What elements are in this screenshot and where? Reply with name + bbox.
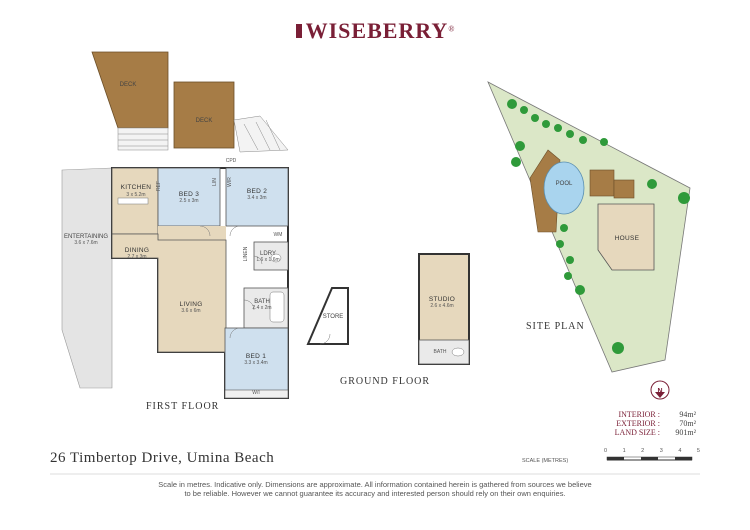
site-deck-2 — [589, 169, 615, 197]
entertaining-dim: 3.6 x 7.6m — [74, 240, 97, 246]
deck2-label: DECK — [196, 118, 213, 124]
deck-2 — [173, 81, 235, 149]
living-dim: 3.6 x 6m — [181, 308, 200, 314]
brand-mark-icon — [295, 24, 302, 38]
compass-label: N — [657, 388, 662, 395]
room-labels: DECK DECK KITCHEN 3 x 5.2m BED 3 2.5 x 3… — [64, 82, 663, 396]
bed3-dim: 2.5 x 3m — [179, 198, 198, 204]
bed1-room — [224, 327, 289, 399]
scale-tick: 2 — [641, 448, 645, 454]
toilet-fixture — [270, 253, 282, 263]
stairs — [117, 115, 289, 153]
kitchen-label: KITCHEN — [121, 184, 152, 191]
ground-floor-label: GROUND FLOOR — [340, 376, 431, 387]
bath-label: BATH — [254, 299, 270, 305]
area-label: INTERIOR : — [618, 410, 660, 419]
studio-label: STUDIO — [429, 296, 455, 303]
site-pool — [543, 161, 585, 215]
ground-floor-plan — [306, 253, 470, 365]
door-swings — [199, 225, 263, 339]
compass-icon — [650, 380, 670, 400]
entertaining-label: ENTERTAINING — [64, 234, 108, 240]
scale-label: SCALE (METRES) — [522, 458, 569, 464]
bed2-room — [225, 167, 289, 227]
ref-label: REF — [156, 181, 162, 191]
scale-tick: 5 — [696, 448, 700, 454]
area-value: 70m² — [679, 419, 696, 428]
area-label: LAND SIZE : — [614, 428, 660, 437]
studio-dim: 2.6 x 4.6m — [430, 303, 453, 309]
property-address: 26 Timbertop Drive, Umina Beach — [50, 450, 275, 466]
area-value: 901m² — [675, 428, 696, 437]
site-plan — [487, 81, 691, 373]
ldry-dim: 1.6 x 1.6m — [256, 257, 279, 263]
bathtub-fixture — [269, 291, 285, 323]
area-row-interior: INTERIOR : 94m² — [596, 410, 696, 419]
store-outline — [306, 287, 349, 345]
dining-label: DINING — [125, 247, 150, 254]
bed3-room — [157, 167, 221, 227]
store-label: STORE — [323, 314, 344, 320]
store-door — [319, 333, 331, 345]
site-trees — [507, 99, 690, 354]
hall — [158, 226, 226, 240]
site-boundary — [487, 81, 691, 373]
kitchen-bench — [117, 197, 149, 205]
wir-label: WIR — [227, 177, 233, 187]
studio-toilet-fixture — [451, 347, 465, 357]
bed2-label: BED 2 — [247, 188, 267, 195]
first-floor-plan — [61, 51, 289, 399]
wir-bottom-label: W/I — [252, 390, 260, 396]
bed1-dim: 3.3 x 3.4m — [244, 360, 267, 366]
studio-bath-label: BATH — [434, 349, 447, 355]
site-plan-label: SITE PLAN — [526, 321, 585, 332]
scale-tick: 1 — [622, 448, 626, 454]
brand-name: WISEBERRY — [305, 18, 449, 43]
cpd-label: CPD — [226, 158, 237, 164]
ldry-label: LDRY — [260, 251, 276, 257]
bed2-dim: 3.4 x 3m — [247, 195, 266, 201]
bed1-label: BED 1 — [246, 353, 266, 360]
scale-ticks: 0 1 2 3 4 5 — [604, 448, 700, 454]
lin-label: LIN — [212, 178, 218, 186]
disclaimer-line-1: Scale in metres. Indicative only. Dimens… — [158, 480, 592, 489]
deck1-label: DECK — [120, 82, 137, 88]
scale-bar — [606, 456, 693, 461]
area-label: EXTERIOR : — [616, 419, 660, 428]
area-value: 94m² — [679, 410, 696, 419]
entertaining-area — [61, 167, 113, 389]
deck-1 — [91, 51, 169, 129]
house-label: HOUSE — [615, 235, 640, 242]
scale-tick: 4 — [678, 448, 682, 454]
linen-label: LINEN — [243, 246, 249, 261]
area-row-land: LAND SIZE : 901m² — [596, 428, 696, 437]
bath-dim: 2.4 x 2m — [252, 305, 271, 311]
site-deck-3 — [613, 179, 635, 199]
pool-label: POOL — [556, 181, 573, 187]
disclaimer: Scale in metres. Indicative only. Dimens… — [0, 480, 750, 498]
living-label: LIVING — [179, 301, 202, 308]
scale-tick: 3 — [659, 448, 663, 454]
scale-tick: 0 — [604, 448, 608, 454]
brand-reg-mark: ® — [448, 24, 455, 34]
balcony-strip — [224, 389, 289, 399]
disclaimer-line-2: to be reliable. However we cannot guaran… — [184, 489, 566, 498]
wm-label: WM — [274, 232, 283, 238]
bed3-label: BED 3 — [179, 191, 199, 198]
dining-dim: 2.7 x 3m — [127, 254, 146, 260]
area-summary: INTERIOR : 94m² EXTERIOR : 70m² LAND SIZ… — [596, 410, 696, 437]
area-row-exterior: EXTERIOR : 70m² — [596, 419, 696, 428]
brand-logo: WISEBERRY® — [0, 18, 750, 44]
kitchen-dim: 3 x 5.2m — [126, 192, 145, 198]
first-floor-label: FIRST FLOOR — [146, 401, 220, 412]
site-house — [597, 203, 655, 271]
laundry-room — [253, 241, 289, 271]
